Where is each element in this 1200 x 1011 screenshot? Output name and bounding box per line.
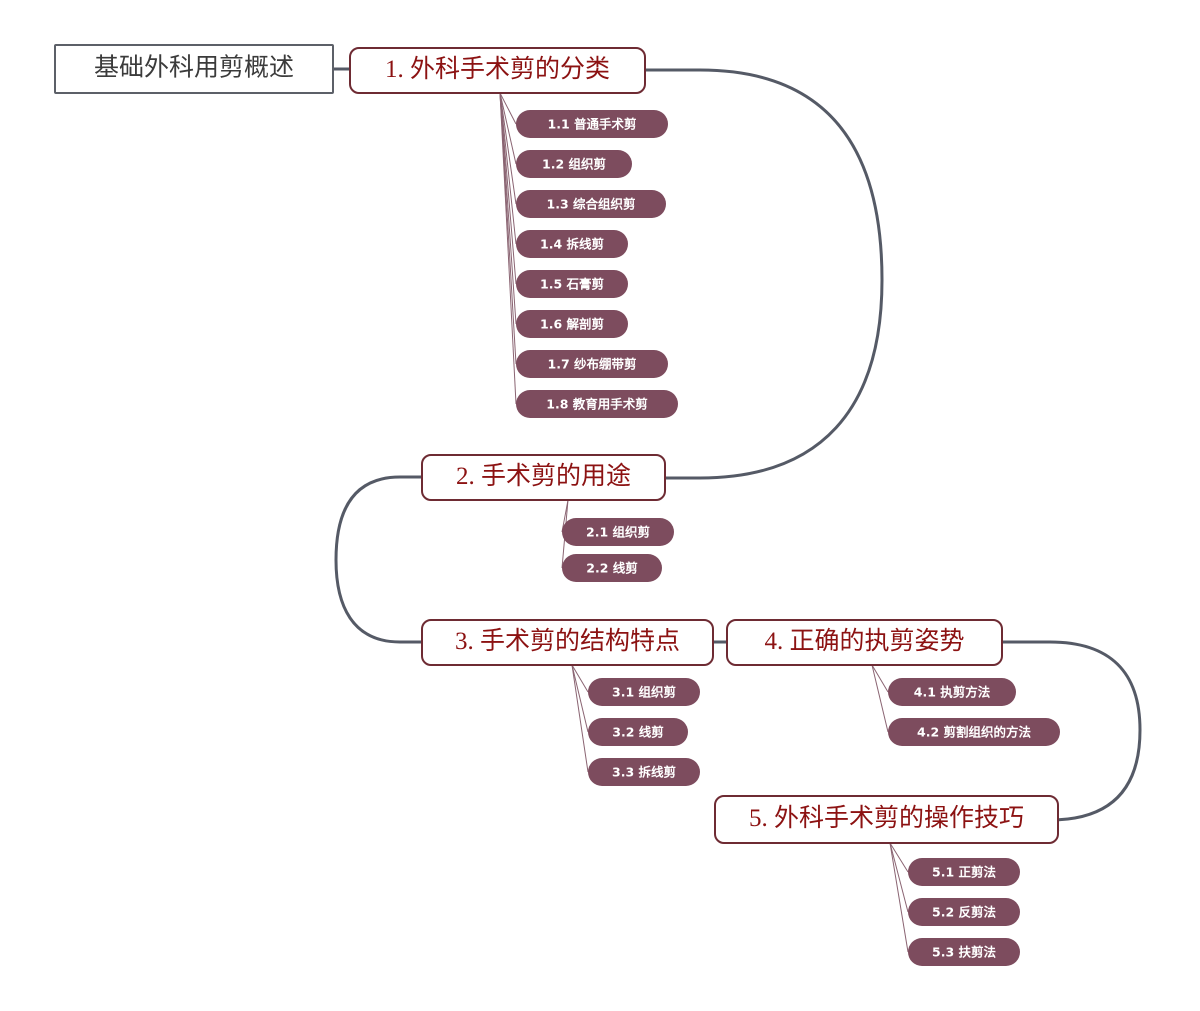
leader-line-3-2 bbox=[571, 664, 589, 733]
topic-node-box-4[interactable] bbox=[726, 619, 1003, 666]
topic-node-box-3[interactable] bbox=[421, 619, 714, 666]
subtopic-pill-label-1-5: 1.5 石膏剪 bbox=[540, 277, 604, 292]
subtopic-pill-1-8[interactable] bbox=[516, 390, 678, 418]
subtopic-pill-label-1-6: 1.6 解剖剪 bbox=[540, 317, 604, 332]
topic-node-box-2[interactable] bbox=[421, 454, 666, 501]
subtopic-pill-label-1-4: 1.4 拆线剪 bbox=[540, 237, 604, 252]
topic-node-label-5: 5. 外科手术剪的操作技巧 bbox=[749, 804, 1024, 832]
subtopic-pill-1-6[interactable] bbox=[516, 310, 628, 338]
subtopic-pill-5-1[interactable] bbox=[908, 858, 1020, 886]
topic-node-box-5[interactable] bbox=[714, 795, 1059, 844]
subtopic-pill-label-1-1: 1.1 普通手术剪 bbox=[548, 117, 637, 132]
leader-line-1-3 bbox=[499, 92, 517, 205]
subtopic-pill-5-3[interactable] bbox=[908, 938, 1020, 966]
subtopic-pill-1-1[interactable] bbox=[516, 110, 668, 138]
topic-node-label-1: 1. 外科手术剪的分类 bbox=[385, 55, 610, 83]
subtopic-pill-label-3-1: 3.1 组织剪 bbox=[612, 685, 676, 700]
subtopic-pill-label-4-1: 4.1 执剪方法 bbox=[914, 685, 991, 700]
subtopic-pill-label-5-1: 5.1 正剪法 bbox=[932, 865, 996, 880]
subtopic-pill-label-1-7: 1.7 纱布绷带剪 bbox=[548, 357, 637, 372]
subtopic-pill-3-3[interactable] bbox=[588, 758, 700, 786]
topic-2-to-topic-3 bbox=[334, 475, 424, 644]
subtopic-pill-label-5-3: 5.3 扶剪法 bbox=[932, 945, 996, 960]
subtopic-pill-label-3-2: 3.2 线剪 bbox=[612, 725, 664, 740]
subtopic-pill-1-2[interactable] bbox=[516, 150, 632, 178]
subtopic-pill-label-4-2: 4.2 剪割组织的方法 bbox=[917, 725, 1031, 740]
topic-node-label-4: 4. 正确的执剪姿势 bbox=[764, 627, 964, 655]
subtopic-pill-1-4[interactable] bbox=[516, 230, 628, 258]
leader-line-1-2 bbox=[499, 92, 517, 165]
leader-line-5-2 bbox=[889, 842, 909, 913]
leader-line-1-1 bbox=[499, 92, 517, 125]
subtopic-pill-3-1[interactable] bbox=[588, 678, 700, 706]
subtopic-pill-4-1[interactable] bbox=[888, 678, 1016, 706]
subtopic-pill-3-2[interactable] bbox=[588, 718, 688, 746]
subtopic-pill-1-5[interactable] bbox=[516, 270, 628, 298]
subtopic-pill-1-7[interactable] bbox=[516, 350, 668, 378]
leader-line-2-1 bbox=[561, 499, 569, 533]
leader-line-1-4 bbox=[499, 92, 517, 245]
leader-line-1-8 bbox=[499, 92, 517, 405]
topic-node-box-1[interactable] bbox=[349, 47, 646, 94]
subtopic-pill-label-2-1: 2.1 组织剪 bbox=[586, 525, 650, 540]
subtopic-pill-label-1-8: 1.8 教育用手术剪 bbox=[546, 397, 648, 412]
topic-1-to-topic-2 bbox=[643, 68, 884, 480]
subtopic-pill-label-1-3: 1.3 综合组织剪 bbox=[547, 197, 636, 212]
leader-line-4-1 bbox=[871, 664, 889, 693]
subtopic-pill-label-2-2: 2.2 线剪 bbox=[586, 561, 638, 576]
nodes: 基础外科用剪概述 1. 外科手术剪的分类 1.1 普通手术剪 1.2 组织剪 1.3 综… bbox=[54, 44, 1060, 966]
topic-4-to-topic-5 bbox=[1000, 640, 1142, 822]
leader-line-5-3 bbox=[889, 842, 909, 953]
leader-line-4-2 bbox=[871, 664, 889, 733]
leader-line-3-3 bbox=[571, 664, 589, 773]
topic-node-label-2: 2. 手术剪的用途 bbox=[456, 462, 631, 490]
root-node-box[interactable] bbox=[54, 44, 334, 94]
topic-node-label-3: 3. 手术剪的结构特点 bbox=[455, 627, 680, 655]
subtopic-pill-label-3-3: 3.3 拆线剪 bbox=[612, 765, 676, 780]
root-node-label: 基础外科用剪概述 bbox=[94, 54, 294, 82]
subtopic-pill-5-2[interactable] bbox=[908, 898, 1020, 926]
subtopic-pill-label-1-2: 1.2 组织剪 bbox=[542, 157, 606, 172]
leader-line-5-1 bbox=[889, 842, 909, 873]
subtopic-pill-2-1[interactable] bbox=[562, 518, 674, 546]
subtopic-pill-1-3[interactable] bbox=[516, 190, 666, 218]
subtopic-pill-2-2[interactable] bbox=[562, 554, 662, 582]
leader-line-3-1 bbox=[571, 664, 589, 693]
branch-connectors bbox=[331, 67, 1142, 822]
subtopic-pill-label-5-2: 5.2 反剪法 bbox=[932, 905, 996, 920]
subtopic-pill-4-2[interactable] bbox=[888, 718, 1060, 746]
